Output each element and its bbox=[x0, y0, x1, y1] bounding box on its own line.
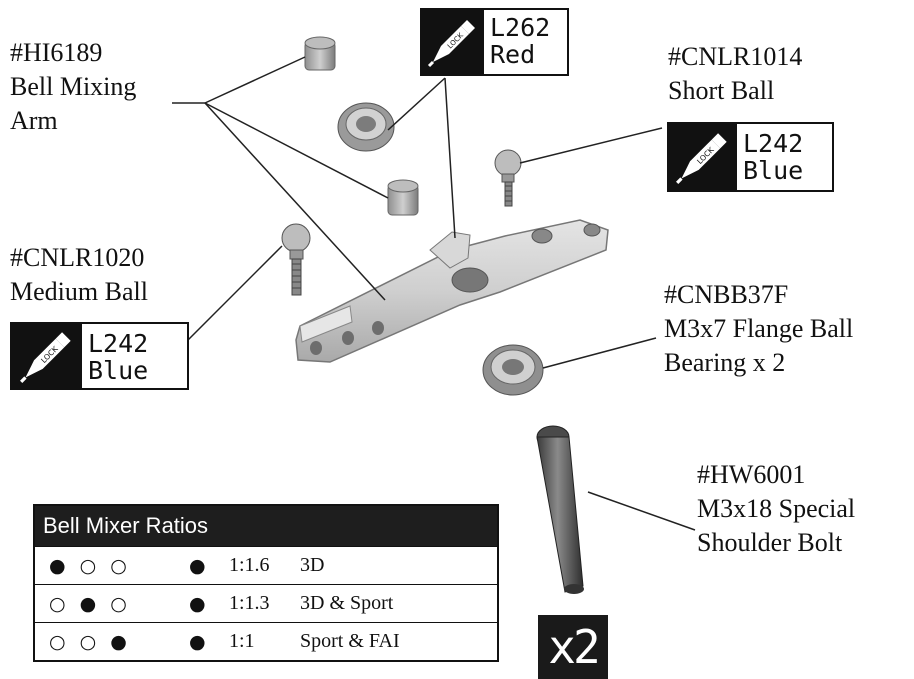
short-ball-link bbox=[494, 149, 522, 207]
ball-position: ○ ○ ● bbox=[49, 630, 131, 653]
label-short-ball: #CNLR1014 Short Ball bbox=[668, 40, 802, 108]
table-title: Bell Mixer Ratios bbox=[35, 506, 497, 546]
label-shoulder-bolt: #HW6001 M3x18 Special Shoulder Bolt bbox=[697, 458, 855, 560]
bell-mixer-ratios-table: Bell Mixer Ratios ● ○ ○ ● 1:1.6 3D ○ ● ○… bbox=[33, 504, 499, 662]
threadlock-tube-icon: LOCK bbox=[669, 124, 737, 190]
shoulder-bolt bbox=[536, 425, 584, 594]
part-name-line-1: M3x18 Special bbox=[697, 494, 856, 523]
part-number: #CNLR1020 bbox=[10, 243, 145, 272]
flange-bearing-lower bbox=[482, 344, 544, 396]
use: Sport & FAI bbox=[300, 630, 400, 652]
part-number: #CNBB37F bbox=[664, 280, 789, 309]
part-number: #CNLR1014 bbox=[668, 42, 803, 71]
fixed-ball: ● bbox=[189, 592, 206, 615]
part-name: Short Ball bbox=[668, 76, 775, 105]
table-row: ● ○ ○ ● 1:1.6 3D bbox=[35, 546, 497, 584]
fixed-ball: ● bbox=[189, 554, 206, 577]
quantity-badge: x2 bbox=[538, 615, 608, 679]
part-name-line-2: Bearing x 2 bbox=[664, 348, 786, 377]
threadlock-color: Red bbox=[490, 40, 536, 69]
flange-bearing-top bbox=[337, 102, 395, 152]
ratio: 1:1.6 bbox=[229, 554, 270, 576]
label-medium-ball: #CNLR1020 Medium Ball bbox=[10, 241, 148, 309]
ratio: 1:1 bbox=[229, 630, 255, 652]
bushing-top bbox=[304, 36, 336, 71]
threadlock-code: L242 bbox=[88, 329, 149, 358]
ball-position: ● ○ ○ bbox=[49, 554, 131, 577]
threadlock-color: Blue bbox=[88, 356, 149, 385]
table-row: ○ ● ○ ● 1:1.3 3D & Sport bbox=[35, 584, 497, 622]
part-name-line-2: Arm bbox=[10, 106, 58, 135]
part-name-line-1: Bell Mixing bbox=[10, 72, 137, 101]
part-name: Medium Ball bbox=[10, 277, 148, 306]
bell-mixing-arm bbox=[295, 219, 609, 363]
ball-position: ○ ● ○ bbox=[49, 592, 131, 615]
threadlock-badge-short-ball: LOCK L242 Blue bbox=[667, 122, 834, 192]
use: 3D & Sport bbox=[300, 592, 394, 614]
table-row: ○ ○ ● ● 1:1 Sport & FAI bbox=[35, 622, 497, 660]
threadlock-code: L242 bbox=[743, 129, 804, 158]
ratio: 1:1.3 bbox=[229, 592, 270, 614]
threadlock-color: Blue bbox=[743, 156, 804, 185]
medium-ball-link bbox=[281, 223, 311, 296]
bushing-middle bbox=[387, 179, 419, 216]
part-name-line-2: Shoulder Bolt bbox=[697, 528, 843, 557]
leader-lines bbox=[172, 56, 696, 531]
threadlock-badge-top: LOCK L262 Red bbox=[420, 8, 569, 76]
label-flange-bearing: #CNBB37F M3x7 Flange Ball Bearing x 2 bbox=[664, 278, 853, 380]
threadlock-code: L262 bbox=[490, 13, 551, 42]
threadlock-badge-medium-ball: LOCK L242 Blue bbox=[10, 322, 189, 390]
use: 3D bbox=[300, 554, 325, 576]
threadlock-tube-icon: LOCK bbox=[422, 10, 484, 74]
part-number: #HW6001 bbox=[697, 460, 806, 489]
part-number: #HI6189 bbox=[10, 38, 103, 67]
threadlock-tube-icon: LOCK bbox=[12, 324, 82, 388]
part-name-line-1: M3x7 Flange Ball bbox=[664, 314, 854, 343]
fixed-ball: ● bbox=[189, 630, 206, 653]
label-bell-mixing-arm: #HI6189 Bell Mixing Arm bbox=[10, 36, 136, 138]
